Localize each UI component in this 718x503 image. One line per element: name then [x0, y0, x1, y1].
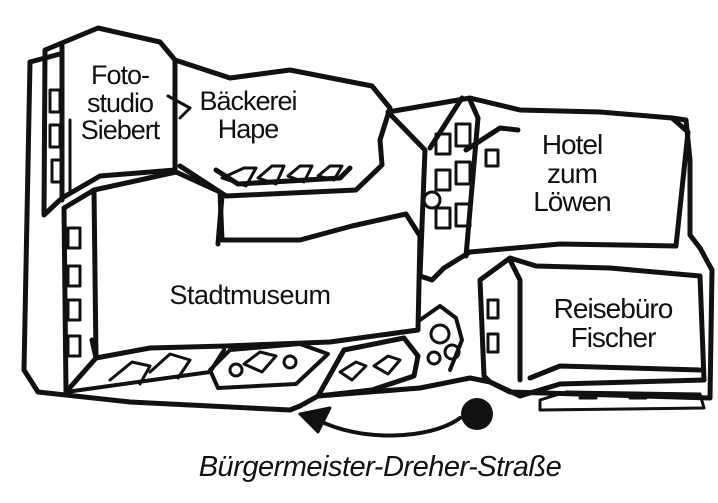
label-fotostudio: Foto- studio Siebert — [80, 60, 161, 146]
street-name: Bürgermeister-Dreher-Straße — [198, 451, 562, 483]
building-baeckerei — [172, 57, 393, 199]
curved-arrow-left-icon — [298, 406, 462, 438]
building-reisebuero — [477, 255, 707, 412]
building-hotel — [385, 95, 691, 283]
label-reisebuero: Reisebüro Fischer — [553, 293, 674, 353]
label-stadtmuseum: Stadtmuseum — [169, 280, 331, 310]
building-stadtmuseum — [61, 169, 423, 395]
label-baeckerei: Bäckerei Hape — [199, 86, 297, 144]
filled-dot-icon — [461, 398, 493, 430]
building-corner-houses — [315, 304, 464, 399]
block-outline — [21, 59, 715, 413]
label-hotel: Hotel zum Löwen — [533, 129, 612, 218]
